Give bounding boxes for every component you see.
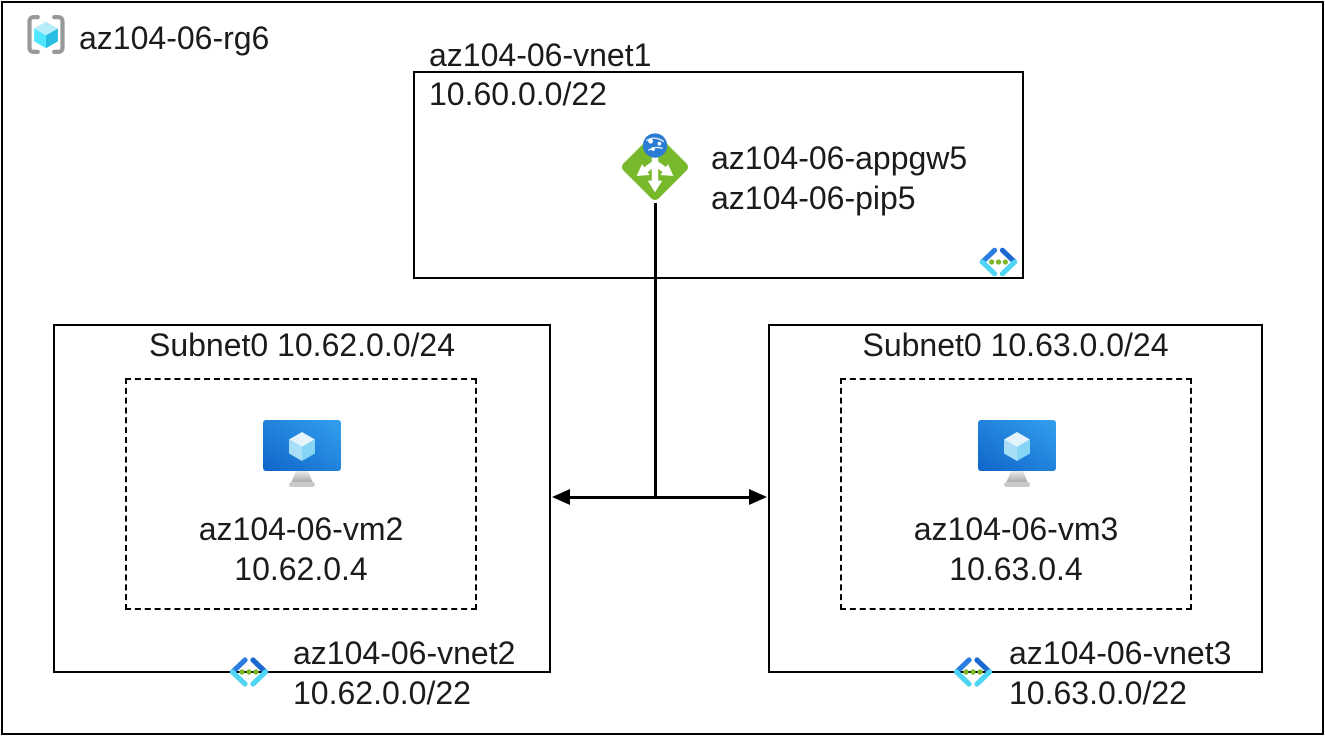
pip-name-label: az104-06-pip5: [711, 180, 916, 216]
connector-appgw-vertical-line: [654, 203, 657, 498]
vnet1-title: az104-06-vnet1: [429, 37, 652, 73]
vm2-name-label: az104-06-vm2: [198, 511, 404, 547]
arrowhead-left-icon: [552, 489, 570, 505]
vm2-virtual-machine-icon: [263, 420, 341, 487]
appgw-name-label: az104-06-appgw5: [711, 140, 968, 176]
vnet3-label-group: az104-06-vnet3 10.63.0.0/22: [1009, 633, 1231, 713]
vnet2-name-label: az104-06-vnet2: [293, 635, 516, 671]
vnet2-label-group: az104-06-vnet2 10.62.0.0/22: [293, 633, 515, 713]
vnet3-cidr-label: 10.63.0.0/22: [1009, 675, 1187, 711]
vnet1-cidr: 10.60.0.0/22: [429, 76, 607, 112]
arrowhead-right-icon: [749, 489, 767, 505]
application-gateway-icon: [621, 133, 689, 201]
vnet1-virtual-network-icon: [979, 247, 1018, 277]
vnet2-cidr-label: 10.62.0.0/22: [293, 675, 471, 711]
vm2-ip-label: 10.62.0.4: [234, 551, 368, 587]
vm3-label-group: az104-06-vm3 10.63.0.4: [840, 509, 1192, 589]
vnet3-box: [768, 324, 1263, 673]
vnet1-box: [413, 71, 1024, 279]
resource-group-icon: [27, 14, 65, 55]
vnet2-subnet-title: Subnet0 10.62.0.0/24: [148, 327, 456, 363]
vnet2-subnet-dashed-box: [125, 378, 477, 610]
vnet2-virtual-network-icon: [229, 657, 269, 687]
connector-horizontal-line: [566, 496, 754, 499]
vm3-ip-label: 10.63.0.4: [949, 551, 1083, 587]
vnet2-box: [53, 324, 551, 673]
resource-group-label: az104-06-rg6: [79, 20, 270, 56]
vnet3-virtual-network-icon: [953, 657, 993, 687]
vm3-name-label: az104-06-vm3: [913, 511, 1119, 547]
vnet3-name-label: az104-06-vnet3: [1009, 635, 1232, 671]
vm3-virtual-machine-icon: [978, 420, 1056, 487]
vnet3-subnet-dashed-box: [840, 378, 1192, 610]
vm2-label-group: az104-06-vm2 10.62.0.4: [125, 509, 477, 589]
vnet3-subnet-title: Subnet0 10.63.0.0/24: [862, 327, 1169, 363]
appgw-label-group: az104-06-appgw5 az104-06-pip5: [711, 138, 967, 218]
